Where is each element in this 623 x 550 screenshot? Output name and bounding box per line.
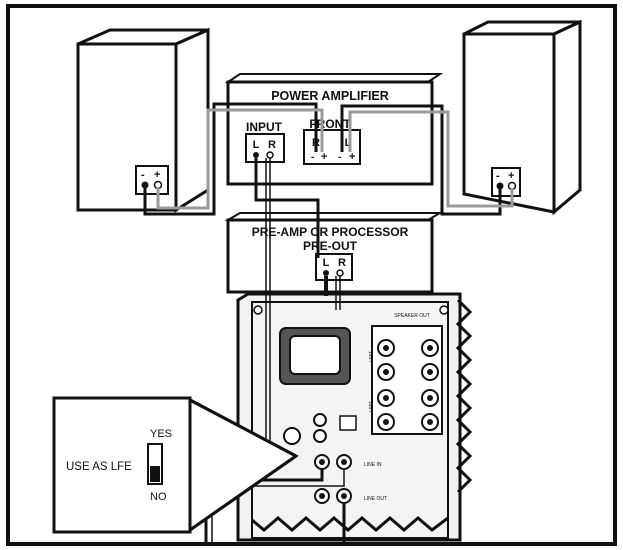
amp-front-l: L xyxy=(345,137,352,149)
power-amplifier-title: POWER AMPLIFIER xyxy=(271,89,389,103)
panel-left-bottom: LEFT xyxy=(368,401,373,412)
preamp-r: R xyxy=(338,257,346,269)
amp-front-plus-2: + xyxy=(349,151,355,163)
inset-use-as-lfe: USE AS LFE xyxy=(66,461,132,473)
panel-speaker-out: SPEAKER OUT xyxy=(394,313,430,319)
inset-no: NO xyxy=(150,491,167,503)
left-speaker-minus: - xyxy=(141,169,145,181)
preamp-title: PRE-AMP OR PROCESSOR xyxy=(252,225,409,239)
inset-yes: YES xyxy=(150,428,172,440)
right-speaker-plus: + xyxy=(508,170,514,182)
lfe-inset: USE AS LFE YES NO xyxy=(52,396,299,534)
panel-line-out: LINE OUT xyxy=(364,496,387,502)
left-speaker-plus: + xyxy=(154,169,160,181)
lfe-toggle-knob xyxy=(150,466,160,482)
amp-front-plus-1: + xyxy=(321,151,327,163)
preamp-l: L xyxy=(323,257,330,269)
subwoofer-panel: SPEAKER OUT LEFT LEFT LINE IN xyxy=(236,292,473,542)
right-speaker-minus: - xyxy=(496,170,500,182)
left-speaker: - + xyxy=(76,27,210,213)
power-amplifier: POWER AMPLIFIER INPUT FRONT L R R L - + … xyxy=(224,73,444,186)
amp-input-l: L xyxy=(253,139,260,151)
amp-front-minus-2: - xyxy=(338,152,341,163)
right-speaker: - + xyxy=(462,19,582,216)
panel-left-top: LEFT xyxy=(368,351,373,362)
preamp-processor: PRE-AMP OR PROCESSOR PRE-OUT L R xyxy=(224,212,444,294)
speaker-wires xyxy=(143,102,514,216)
amp-front-minus-1: - xyxy=(311,152,314,163)
amp-input-r: R xyxy=(268,139,276,151)
preamp-subtitle: PRE-OUT xyxy=(303,239,358,253)
outer-frame xyxy=(6,4,617,546)
panel-line-in: LINE IN xyxy=(364,462,382,468)
amp-input-label: INPUT xyxy=(246,120,283,134)
